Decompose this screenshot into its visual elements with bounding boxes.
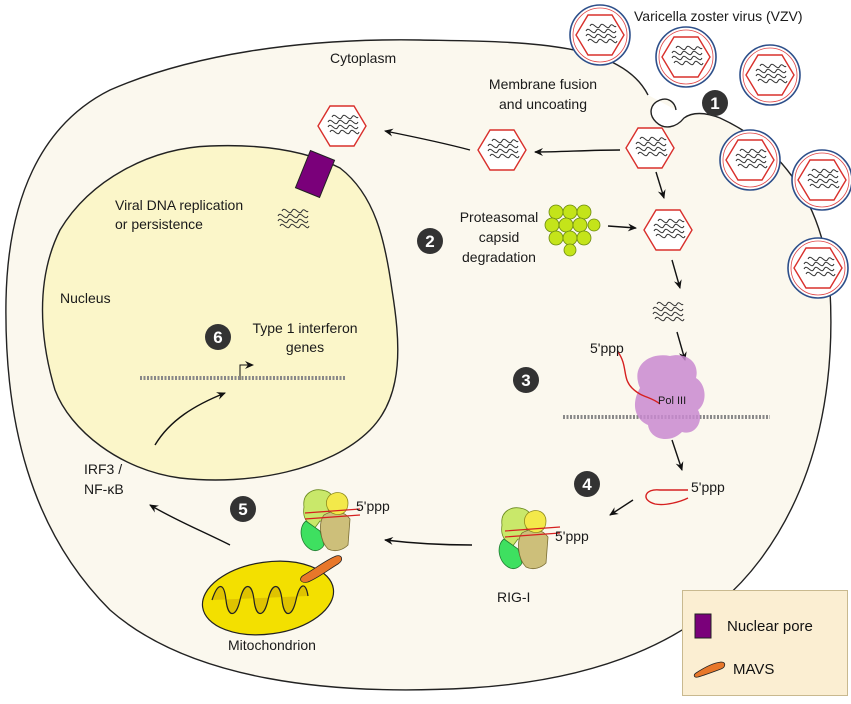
nucleus-label: Nucleus <box>60 290 111 306</box>
virion <box>788 238 848 298</box>
svg-text:5: 5 <box>238 500 247 519</box>
rna-5ppp <box>617 351 661 405</box>
legend-mavs-label: MAVS <box>733 660 775 678</box>
ppp-hairpin-label: 5'ppp <box>691 479 725 495</box>
fusion-label-1: Membrane fusion <box>489 76 597 92</box>
virion <box>740 45 800 105</box>
virus-label: Varicella zoster virus (VZV) <box>634 8 803 24</box>
virion <box>792 150 851 210</box>
rig-i-label: RIG-I <box>497 589 530 605</box>
step-1-badge: 1 <box>702 90 728 116</box>
virion <box>720 130 780 190</box>
irf3-label-1: IRF3 / <box>84 461 122 477</box>
proteasomal-label-3: degradation <box>462 249 536 265</box>
proteasome <box>544 204 601 257</box>
rna-hairpin <box>645 489 689 506</box>
step-2-badge: 2 <box>417 228 443 254</box>
ppp-pol-label: 5'ppp <box>590 340 624 356</box>
nuclear-pore-swatch <box>694 613 712 639</box>
svg-text:2: 2 <box>425 232 434 251</box>
replication-label-1: Viral DNA replication <box>115 197 243 213</box>
rig-i-sensor <box>498 507 549 570</box>
rig-i-mavs-complex <box>300 489 351 552</box>
nucleus-envelope <box>41 144 399 481</box>
mitochondrion-label: Mitochondrion <box>228 637 316 653</box>
ppp-rig-label: 5'ppp <box>555 528 589 544</box>
replication-label-2: or persistence <box>115 216 203 232</box>
ifn-genes-label-1: Type 1 interferon <box>252 320 357 336</box>
svg-text:6: 6 <box>213 328 222 347</box>
legend-row-nuclear-pore: Nuclear pore <box>693 613 813 639</box>
step-5-badge: 5 <box>230 496 256 522</box>
cytoplasm-label: Cytoplasm <box>330 50 396 66</box>
process-arrows <box>149 128 687 546</box>
legend-row-mavs: MAVS <box>693 659 774 679</box>
fusion-label-2: and uncoating <box>499 96 587 112</box>
irf3-label-2: NF-κB <box>84 481 124 497</box>
step-3-badge: 3 <box>513 367 539 393</box>
ppp-mavs-label: 5'ppp <box>356 498 390 514</box>
step-6-badge: 6 <box>205 324 231 350</box>
virion <box>570 5 630 65</box>
pol-iii <box>634 355 705 440</box>
svg-text:3: 3 <box>521 371 530 390</box>
legend-nuclear-pore-label: Nuclear pore <box>727 617 813 635</box>
svg-text:4: 4 <box>582 475 592 494</box>
mavs-swatch <box>693 661 726 678</box>
legend: Nuclear pore MAVS <box>682 590 848 696</box>
svg-text:1: 1 <box>710 94 719 113</box>
ifn-genes-label-2: genes <box>286 339 324 355</box>
mavs <box>300 555 342 583</box>
proteasomal-label-2: capsid <box>479 229 519 245</box>
step-4-badge: 4 <box>574 471 600 497</box>
nuclear-pore <box>294 149 336 199</box>
pol-iii-label: Pol III <box>658 395 686 407</box>
virion <box>656 27 716 87</box>
proteasomal-label-1: Proteasomal <box>460 209 539 225</box>
